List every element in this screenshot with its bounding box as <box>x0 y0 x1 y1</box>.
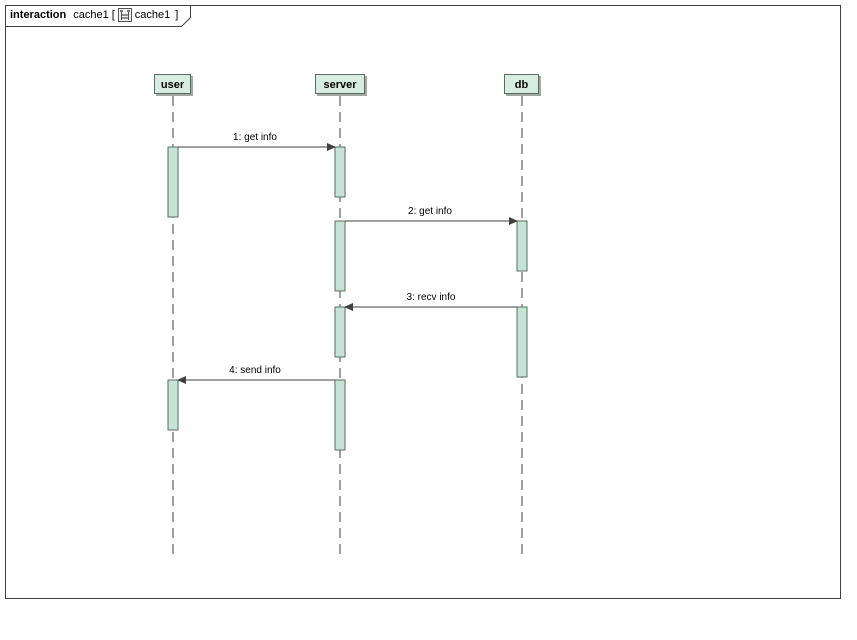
frame-name: cache1 <box>73 9 109 21</box>
activation-bar-server-8 <box>334 379 346 451</box>
interaction-frame <box>5 5 841 599</box>
activation-bar-server-3 <box>334 220 346 292</box>
lifeline-head-server: server <box>315 74 365 94</box>
activation-bar-server-5 <box>334 306 346 358</box>
activation-bar-user-7 <box>167 379 179 431</box>
message-label-2: 2: get info <box>408 206 452 217</box>
message-label-3: 3: recv info <box>406 292 456 303</box>
activation-bar-db-6 <box>516 306 528 378</box>
lifeline-head-user: user <box>154 74 191 94</box>
frame-close-bracket: ] <box>175 9 179 21</box>
frame-open-bracket: [ <box>111 9 115 21</box>
message-label-4: 4: send info <box>229 365 281 376</box>
lifeline-head-db: db <box>504 74 539 94</box>
activation-bar-server-2 <box>334 146 346 198</box>
message-label-1: 1: get info <box>233 132 277 143</box>
activation-bar-db-4 <box>516 220 528 272</box>
sequence-diagram-icon <box>117 8 132 22</box>
frame-header: interaction cache1 [ cache1 ] <box>10 7 178 23</box>
frame-keyword: interaction <box>10 9 67 21</box>
frame-ref-name: cache1 <box>134 9 171 21</box>
frame-tab <box>5 5 191 27</box>
activation-bar-user-1 <box>167 146 179 218</box>
